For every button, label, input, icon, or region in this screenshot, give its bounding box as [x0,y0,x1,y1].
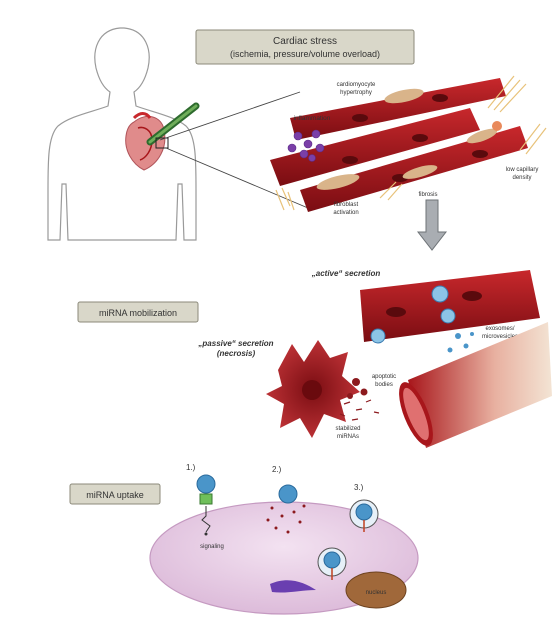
label-fibrosis: fibrosis [418,192,437,198]
human-silhouette [48,28,196,240]
label-signaling: signaling [200,544,224,550]
label-apoptotic-1: apoptotic [372,374,396,380]
label-hypertrophy-1: cardiomyocyte [337,82,376,88]
uptake-title: miRNA uptake [86,490,144,500]
cardiac-stress-box: Cardiac stress (ischemia, pressure/volum… [196,30,414,64]
label-hypertrophy-2: hypertrophy [340,90,372,96]
label-fibroblast-1: fibroblast [334,202,359,208]
nucleus: nucleus [346,572,406,608]
cardiac-stress-title: Cardiac stress [273,36,337,47]
mobilization-box: miRNA mobilization [78,302,198,322]
label-capillary-1: low capillary [506,167,539,173]
label-fibroblast-2: activation [333,210,358,216]
label-step2: 2.) [272,465,282,474]
label-passive-secretion-2: (necrosis) [217,349,256,358]
uptake-box: miRNA uptake [70,484,160,504]
stabilized-mirnas [340,400,379,420]
label-passive-secretion-1: „passive“ secretion [197,339,273,348]
label-active-secretion: „active“ secretion [311,269,381,278]
exosomes [448,332,475,353]
label-inflammation: inflammation [294,115,331,122]
active-secreting-cell [360,270,540,343]
label-nucleus: nucleus [366,590,387,596]
cardiac-stress-subtitle: (ischemia, pressure/volume overload) [230,49,380,59]
blood-vessel [392,322,552,450]
down-arrow [418,200,446,250]
necrotic-cell [266,340,360,438]
label-stabilized-1: stabilized [335,426,360,432]
label-step1: 1.) [186,463,196,472]
label-exosomes-1: exosomes/ [485,326,514,332]
label-stabilized-2: miRNAs [337,434,359,440]
label-capillary-2: density [512,175,531,181]
label-step3: 3.) [354,483,364,492]
mobilization-title: miRNA mobilization [99,308,177,318]
label-apoptotic-2: bodies [375,382,393,388]
